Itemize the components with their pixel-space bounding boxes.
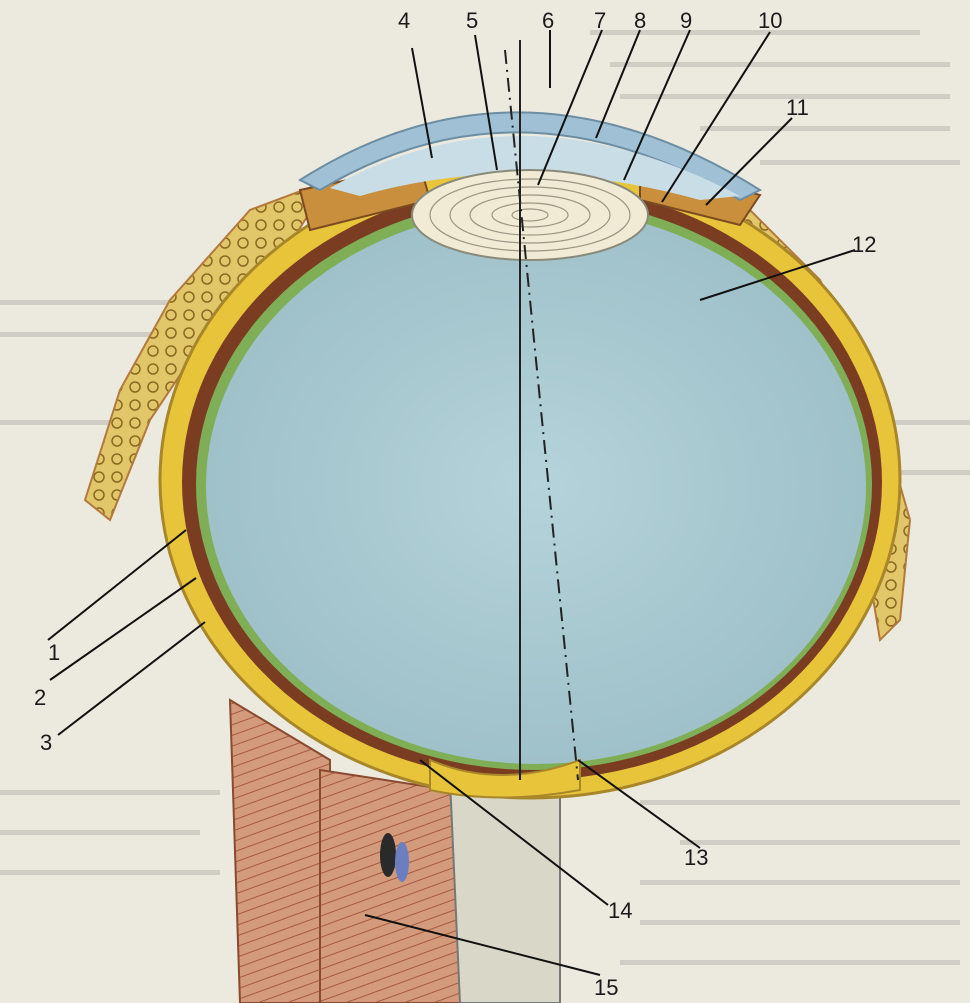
label-1: 1 [48,640,60,665]
central-vessel-artery [395,842,409,882]
label-15: 15 [594,975,618,1000]
label-14: 14 [608,898,632,923]
label-5: 5 [466,8,478,33]
label-12: 12 [852,232,876,257]
label-3: 3 [40,730,52,755]
optic-nerve-fibers [450,780,560,1003]
label-10: 10 [758,8,782,33]
label-4: 4 [398,8,410,33]
lens [412,170,648,260]
label-9: 9 [680,8,692,33]
label-6: 6 [542,8,554,33]
optic-nerve-sheath [320,770,470,1003]
central-vessel-vein [380,833,396,877]
extraocular-muscle [230,700,330,1003]
label-2: 2 [34,685,46,710]
label-7: 7 [594,8,606,33]
vitreous-body [206,208,866,764]
label-11: 11 [786,95,809,120]
label-8: 8 [634,8,646,33]
label-13: 13 [684,845,708,870]
